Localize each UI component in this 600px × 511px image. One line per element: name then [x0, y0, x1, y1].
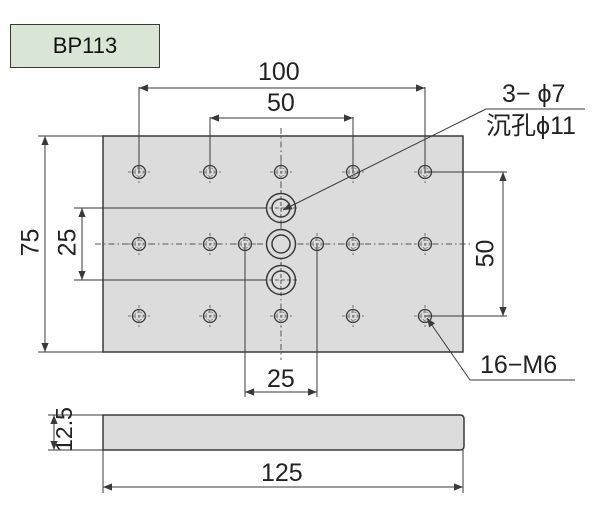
- callout-counterbore-count: 3− ϕ7: [502, 80, 566, 108]
- counterbore-hole-top: [263, 190, 299, 226]
- dim-thickness: 12.5: [50, 407, 77, 452]
- model-title-box: BP113: [10, 24, 160, 68]
- tapped-hole: [342, 233, 364, 255]
- tapped-hole: [128, 305, 150, 327]
- tapped-hole: [270, 161, 292, 183]
- callout-tapped-holes: 16−M6: [480, 351, 558, 379]
- dim-top-pitch: 50: [267, 89, 295, 117]
- dim-bottom-pitch: 25: [267, 365, 295, 393]
- counterbore-hole-center: [265, 228, 297, 260]
- tapped-hole: [199, 305, 221, 327]
- tapped-hole: [270, 305, 292, 327]
- dim-height: 75: [16, 228, 45, 257]
- dim-total-width: 125: [261, 459, 303, 487]
- extension-lines: [38, 87, 507, 493]
- counterbore-hole-bottom: [263, 262, 299, 298]
- tapped-hole: [414, 233, 436, 255]
- callout-counterbore-spec: 沉孔ϕ11: [486, 112, 576, 140]
- tapped-hole: [199, 233, 221, 255]
- dim-inner-pitch: 25: [53, 228, 82, 257]
- tapped-hole: [128, 233, 150, 255]
- dim-right-pitch: 50: [471, 239, 500, 268]
- plate-side-view: [102, 414, 465, 451]
- leader-lines: [282, 108, 585, 381]
- dim-top-width: 100: [258, 58, 300, 86]
- counterbore-holes: [263, 190, 299, 298]
- tapped-hole: [342, 305, 364, 327]
- model-title: BP113: [52, 33, 118, 58]
- dimension-lines: [41, 84, 507, 491]
